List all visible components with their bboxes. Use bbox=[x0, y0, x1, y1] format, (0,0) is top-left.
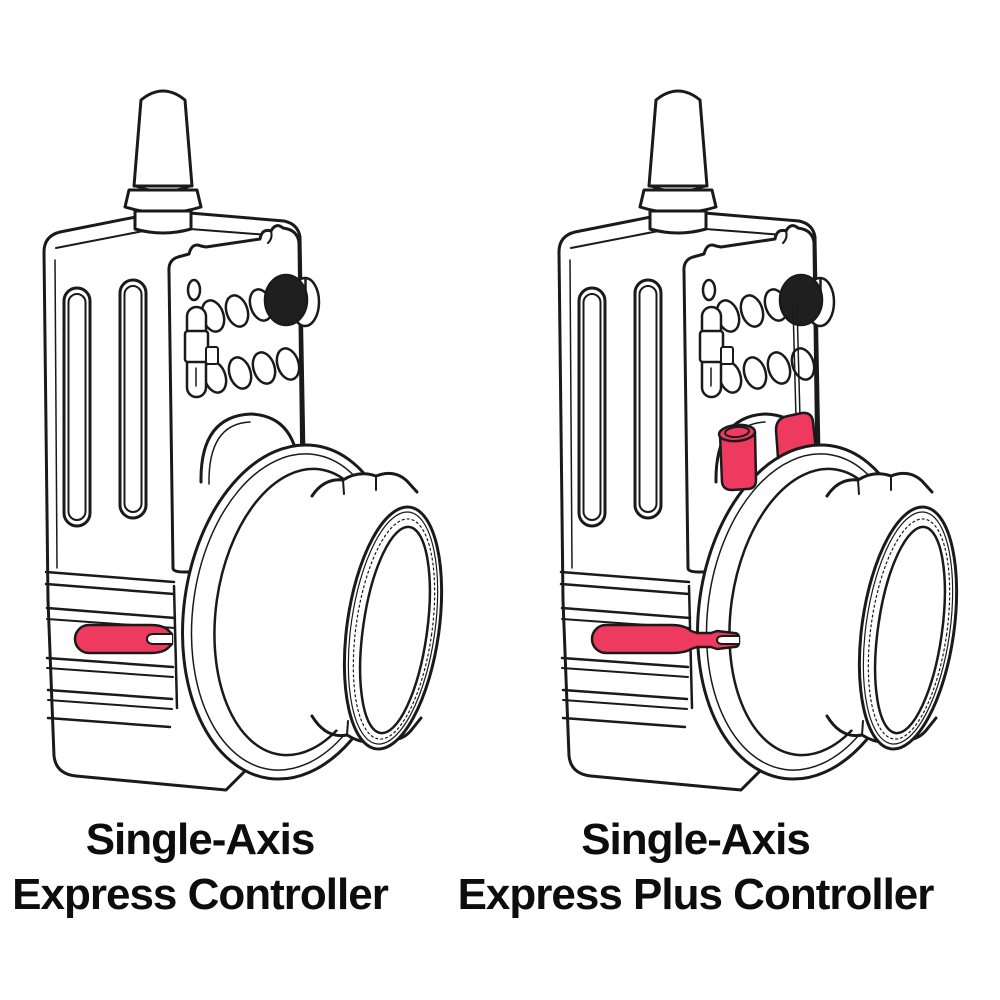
ridge-line bbox=[562, 699, 688, 710]
oval-button bbox=[742, 356, 768, 390]
ridge-line bbox=[44, 582, 176, 596]
cap-linkage-line bbox=[792, 304, 797, 419]
red-lever bbox=[73, 623, 174, 655]
antenna-mount bbox=[648, 209, 708, 235]
knob-face-outer bbox=[857, 505, 959, 751]
housing-corner-edge bbox=[172, 584, 179, 710]
red-cap-rim bbox=[724, 425, 750, 439]
oval-button bbox=[739, 294, 765, 328]
slider-tab bbox=[205, 346, 219, 365]
ridge-line bbox=[47, 699, 173, 710]
slider-switch bbox=[698, 305, 734, 399]
caption-express-plus-controller: Single-Axis Express Plus Controller bbox=[438, 812, 953, 922]
cap-linkage-line bbox=[796, 304, 801, 419]
slider-thumb bbox=[183, 329, 210, 364]
knob-face-double bbox=[347, 511, 439, 745]
housing-ridges bbox=[44, 570, 179, 729]
grip-slot bbox=[633, 278, 663, 520]
grip-grooves bbox=[62, 278, 148, 528]
express-controller-illustration bbox=[42, 89, 444, 792]
lever-slot bbox=[146, 633, 173, 645]
hook-detail bbox=[782, 230, 788, 244]
ridge-line bbox=[45, 606, 177, 620]
barrel-top-scallops bbox=[825, 471, 934, 498]
button-grid bbox=[715, 288, 816, 394]
cap-linkage bbox=[792, 304, 801, 419]
express-plus-controller-illustration bbox=[557, 89, 959, 792]
power-knob bbox=[263, 273, 321, 328]
grip-slot-inner bbox=[638, 285, 658, 513]
ridge-line bbox=[561, 667, 689, 678]
slider-thumb bbox=[698, 329, 725, 364]
knurled-knob bbox=[778, 273, 824, 327]
antenna-mount bbox=[133, 209, 193, 235]
knob-face-inner bbox=[358, 525, 432, 735]
caption-line-2: Express Controller bbox=[12, 870, 389, 919]
power-knob bbox=[778, 273, 836, 328]
red-lever-long bbox=[590, 623, 741, 655]
oval-button bbox=[224, 294, 250, 328]
caption-line-2: Express Plus Controller bbox=[457, 870, 935, 919]
ridge-line bbox=[560, 656, 690, 669]
oval-button bbox=[251, 351, 277, 385]
speed-lever bbox=[73, 623, 174, 655]
lever-slot bbox=[716, 635, 740, 645]
antenna-cone bbox=[647, 89, 709, 188]
slider-switch bbox=[183, 305, 219, 399]
caption-line-1: Single-Axis bbox=[85, 815, 316, 864]
knob-face-texture bbox=[352, 518, 436, 740]
ridge-line bbox=[560, 606, 692, 620]
ridge-line bbox=[559, 582, 691, 596]
knob-face-texture bbox=[867, 518, 951, 740]
knob-face-double bbox=[862, 511, 954, 745]
knurled-knob bbox=[263, 273, 309, 327]
plus-button-cap-left bbox=[717, 423, 758, 492]
left-edge-highlight bbox=[54, 259, 58, 569]
focus-knob-face bbox=[342, 505, 444, 751]
slider-tab bbox=[720, 346, 734, 365]
antenna bbox=[638, 89, 718, 235]
recess-arch-inner bbox=[208, 421, 251, 485]
ridge-line bbox=[561, 688, 689, 701]
grip-slot bbox=[118, 278, 148, 520]
ridge-line bbox=[46, 667, 174, 678]
barrel-top-scallops bbox=[310, 471, 419, 498]
red-cap-body bbox=[718, 430, 758, 492]
grip-slot-inner bbox=[123, 285, 143, 513]
oval-button bbox=[227, 356, 253, 390]
ridge-line bbox=[559, 570, 691, 584]
speed-lever bbox=[590, 623, 741, 655]
scallop-divider bbox=[861, 720, 864, 736]
grip-slot bbox=[62, 286, 92, 528]
ridge-line bbox=[561, 716, 687, 729]
focus-knob-face bbox=[857, 505, 959, 751]
oval-button bbox=[275, 347, 301, 381]
oval-button bbox=[766, 351, 792, 385]
grip-slot bbox=[577, 286, 607, 528]
wheel-recess-arch bbox=[199, 412, 301, 485]
caption-line-1: Single-Axis bbox=[581, 815, 811, 864]
grip-grooves bbox=[577, 278, 663, 528]
ridge-line bbox=[46, 716, 172, 729]
hook-detail bbox=[267, 230, 273, 244]
ridge-line bbox=[46, 688, 174, 701]
recess-arch-outer bbox=[199, 412, 301, 484]
knob-face-inner bbox=[873, 525, 947, 735]
scallop-divider bbox=[342, 479, 345, 495]
antenna-cone bbox=[132, 89, 194, 188]
scallop-divider bbox=[346, 720, 349, 736]
caption-express-controller: Single-Axis Express Controller bbox=[0, 812, 400, 922]
lanyard-eyelet bbox=[186, 278, 202, 302]
antenna bbox=[123, 89, 203, 235]
ridge-line bbox=[44, 570, 176, 584]
grip-slot-inner bbox=[67, 293, 87, 521]
ridge-line bbox=[45, 656, 175, 669]
left-edge-highlight bbox=[569, 259, 573, 569]
knob-face-outer bbox=[342, 505, 444, 751]
grip-slot-inner bbox=[582, 293, 602, 521]
scallop-divider bbox=[857, 479, 860, 495]
lanyard-eyelet bbox=[701, 278, 717, 302]
